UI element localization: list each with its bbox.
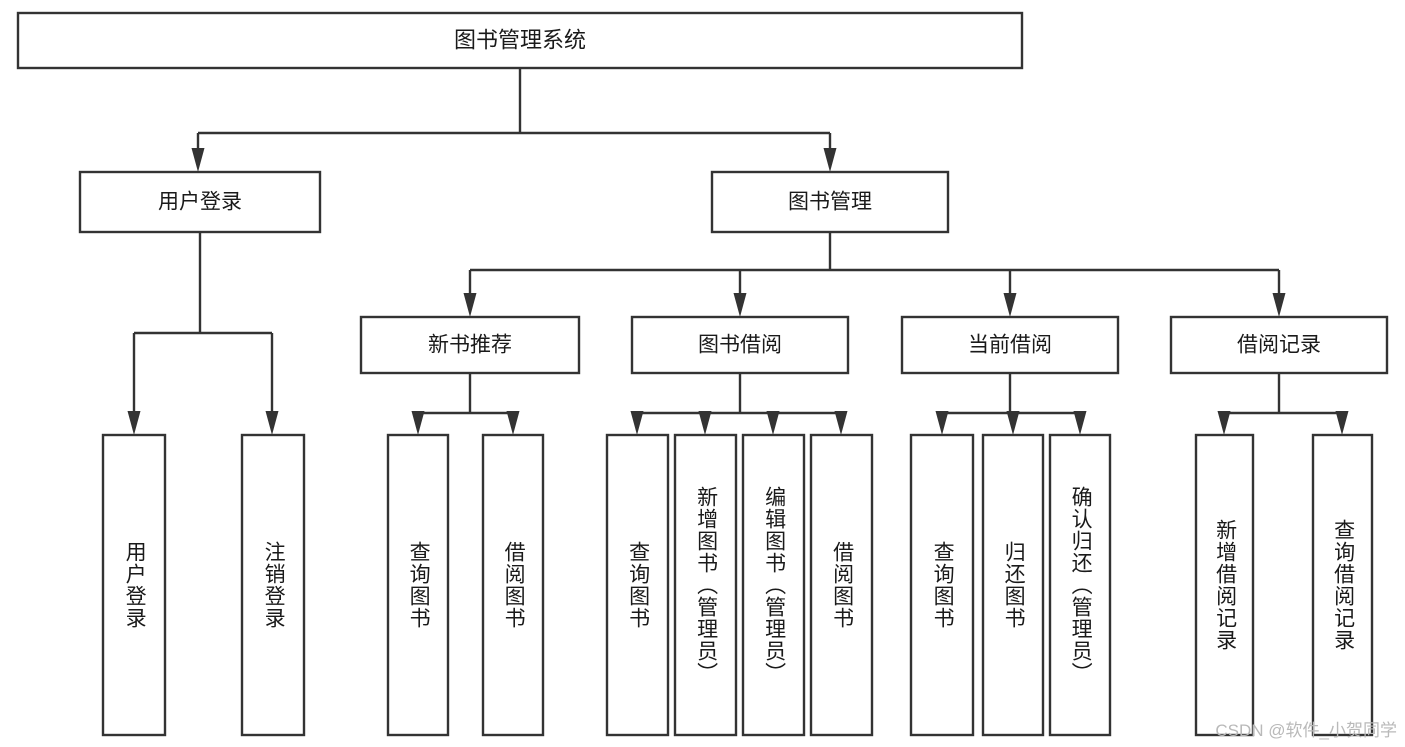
node-label: 借阅记录	[1237, 334, 1321, 357]
watermark: CSDN @软件_小贺同学	[1215, 721, 1397, 740]
node-l3-当前借阅[interactable]: 当前借阅	[900, 315, 1120, 375]
leaf-node-确认归还管理员[interactable]	[1048, 433, 1112, 737]
connector-record-bus	[1217, 373, 1349, 435]
leaf-node-借阅图书[interactable]	[809, 433, 874, 737]
leaf-node-查询图书[interactable]	[605, 433, 670, 737]
leaf-node-归还图书[interactable]	[981, 433, 1045, 737]
leaf-node-新增图书管理员[interactable]	[673, 433, 738, 737]
connector-userlogin-bus	[127, 232, 279, 435]
leaf-node-编辑图书管理员[interactable]	[741, 433, 806, 737]
node-l3-新书推荐[interactable]: 新书推荐	[359, 315, 581, 375]
node-root-图书管理系统[interactable]: 图书管理系统	[16, 11, 1024, 70]
leaf-node-查询借阅记录[interactable]	[1311, 433, 1374, 737]
node-label: 用户登录	[158, 191, 242, 214]
node-label: 图书管理系统	[454, 27, 586, 52]
connector-current-bus	[935, 373, 1087, 435]
node-label: 图书管理	[788, 191, 872, 214]
leaf-node-注销登录[interactable]	[240, 433, 306, 737]
node-label: 新书推荐	[428, 334, 512, 357]
connector-bookmgmt-bus	[463, 232, 1286, 317]
connector-newbook-bus	[411, 373, 520, 435]
node-label: 图书借阅	[698, 334, 782, 357]
leaf-node-查询图书[interactable]	[909, 433, 975, 737]
connector-borrow-bus	[630, 373, 848, 435]
node-label: 当前借阅	[968, 334, 1052, 357]
node-l2-用户登录[interactable]: 用户登录	[78, 170, 322, 234]
leaf-node-借阅图书[interactable]	[481, 433, 545, 737]
node-l3-借阅记录[interactable]: 借阅记录	[1169, 315, 1389, 375]
node-l2-图书管理[interactable]: 图书管理	[710, 170, 950, 234]
connector-root-bus	[191, 68, 837, 172]
leaf-node-新增借阅记录[interactable]	[1194, 433, 1255, 737]
leaf-node-查询图书[interactable]	[386, 433, 450, 737]
leaf-node-用户登录[interactable]	[101, 433, 167, 737]
node-l3-图书借阅[interactable]: 图书借阅	[630, 315, 850, 375]
